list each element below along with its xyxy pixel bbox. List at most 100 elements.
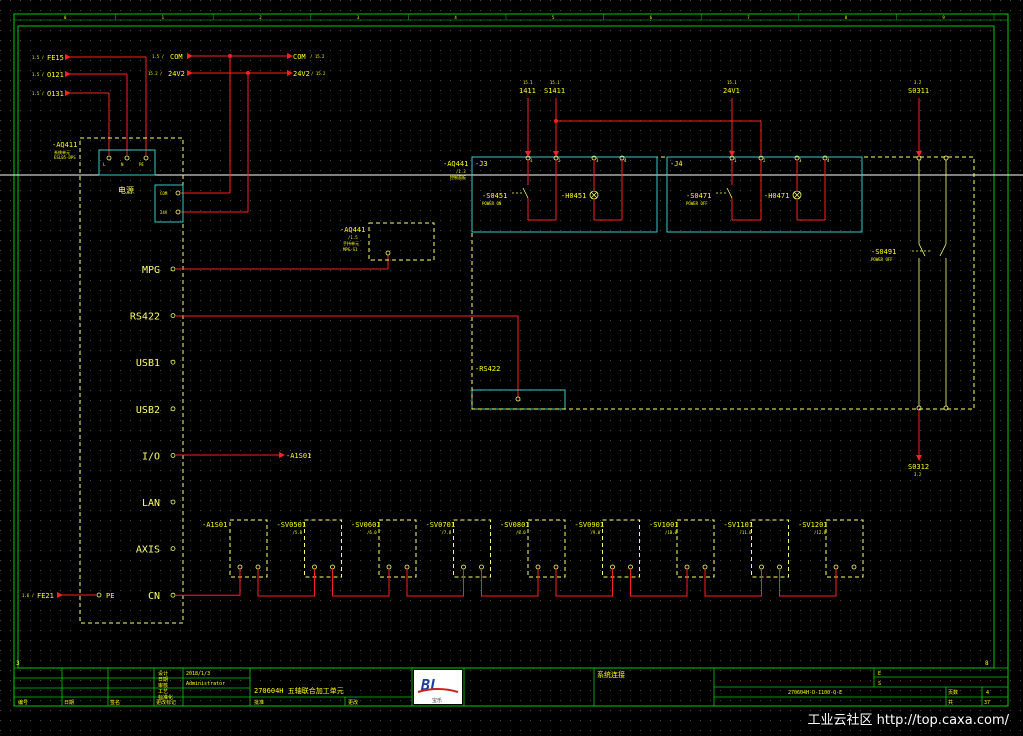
port-label-lan: LAN (142, 498, 160, 509)
drive-box[interactable] (527, 519, 566, 578)
drive-tag: -SV0501 (277, 521, 307, 529)
signal-label-fe15: FE15 (47, 54, 64, 62)
j4-connector-box[interactable] (666, 156, 863, 233)
signal-ref: 1.5 / (32, 72, 45, 77)
drive-link-wire (779, 569, 837, 597)
ruler-tick-label: 5 (552, 15, 555, 20)
ruler-tick-label: 7 (747, 15, 750, 20)
aq441-main-ref: /1.3 (456, 169, 466, 174)
top-signal-s1411: S1411 (544, 87, 565, 95)
port-terminal[interactable] (170, 546, 176, 551)
estop-sub: POWER OFF (871, 257, 893, 262)
tb-page-label: 页数 (948, 689, 958, 696)
ruler-tick-label: 6 (650, 15, 653, 20)
j3-connector-box[interactable] (471, 156, 658, 233)
drive-tag: -SV0801 (500, 521, 530, 529)
bottom-signal-s0312: S0312 (908, 463, 929, 471)
signal-label-com: COM (170, 53, 183, 61)
io-signal-label: -A1S01 (286, 452, 311, 460)
tb-label-design: 设计 (158, 670, 168, 677)
top-ref-1411: 15.1 (523, 80, 533, 85)
port-terminal[interactable] (170, 313, 176, 319)
drive-tag: -SV1001 (649, 521, 679, 529)
drive-out-terminal (851, 564, 857, 570)
aq411-sub: 系统单元 (54, 149, 70, 155)
tb-total-label: 共 (948, 699, 953, 706)
drive-box[interactable] (676, 519, 715, 578)
pe-signal-fe21: FE21 (37, 592, 54, 600)
aq441-small-ref: /1.5 (348, 235, 358, 240)
switch-s0471: -S0471 (686, 192, 711, 200)
drive-box[interactable] (304, 519, 342, 578)
system-unit-box[interactable] (79, 137, 184, 624)
j4-terminal-4: 4 (827, 158, 830, 163)
tb-label-approve: 批准 (254, 699, 264, 706)
pe-terminal: PE (106, 592, 114, 600)
j4-terminal-3: 3 (799, 158, 802, 163)
port-terminal[interactable] (170, 452, 176, 458)
port-terminal[interactable] (170, 499, 176, 505)
signal-label-24v2-right: 24V2 (293, 70, 310, 78)
signal-ref: 1.5 / (32, 91, 45, 96)
corner-right-label: 8 (985, 660, 989, 667)
top-signal-1411: 1411 (519, 87, 536, 95)
port-label-usb1: USB1 (136, 358, 160, 369)
tb-page: 4 (986, 690, 989, 696)
j4-terminal-2: 2 (763, 158, 766, 163)
left-signal-wires (65, 53, 293, 213)
aq441-small-tag: -AQ441 (340, 226, 365, 234)
rs422-connector-block[interactable] (471, 389, 566, 410)
port-label-mpg: MPG (142, 265, 160, 276)
top-ref-24v1: 15.1 (727, 80, 737, 85)
j3-terminal-1: 1 (530, 158, 533, 163)
drive-box[interactable] (825, 519, 864, 578)
rs422-block-tag: -RS422 (475, 365, 500, 373)
port-label-cn: CN (148, 591, 160, 602)
tb-label-standard: 标准化 (158, 694, 173, 701)
aq441-small-model: MPG-S1 (343, 247, 358, 252)
drive-tag: -SV1101 (724, 521, 754, 529)
port-label-io: I/O (142, 451, 160, 462)
aq411-tag: -AQ411 (52, 141, 77, 149)
outer-frame (13, 13, 1009, 707)
tb-bottom-sign: 签名 (110, 699, 120, 706)
signal-ref: / 15.2 (311, 71, 326, 76)
top-signal-24v1: 24V1 (723, 87, 740, 95)
title-block: 设计 日期 审核 工艺 标准化 批准 2018/1/3 Administrato… (18, 670, 990, 706)
terminal-pe: PE (139, 162, 144, 167)
handwheel-unit-box[interactable] (368, 222, 435, 261)
drive-ref: /11.0 (740, 530, 753, 535)
j3-tag: -J3 (475, 160, 488, 168)
j4-terminal-1: 1 (734, 158, 737, 163)
port-terminal[interactable] (170, 359, 176, 365)
ruler-tick-label: 8 (845, 15, 848, 20)
port-terminal[interactable] (170, 592, 176, 598)
tb-drawing-no: 270604H-D-1100-Q-E (788, 690, 842, 696)
port-terminal[interactable] (170, 266, 176, 272)
signal-label-com-right: COM (293, 53, 306, 61)
lamp-h0451: -H0451 (561, 192, 586, 200)
aq441-main-tag: -AQ441 (443, 160, 468, 168)
tb-field-s: S (878, 681, 881, 687)
ruler-tick-label: 9 (942, 15, 945, 20)
drive-box[interactable] (602, 519, 640, 578)
tb-label-date: 日期 (158, 677, 168, 683)
tb-bottom-date: 日期 (64, 700, 74, 706)
signal-ref: / 15.2 (310, 54, 325, 59)
io-signal-ref: / (309, 453, 312, 458)
port-label-usb2: USB2 (136, 405, 160, 416)
watermark: 工业云社区 http://top.caxa.com/ (807, 713, 1009, 728)
drive-box[interactable] (229, 519, 268, 578)
drive-link-wire (481, 569, 539, 597)
drive-box[interactable] (378, 519, 417, 578)
port-terminal[interactable] (170, 406, 176, 412)
company-logo: BL 宝乐 (414, 670, 462, 704)
drive-box[interactable] (751, 519, 789, 578)
tb-section: 系统连接 (597, 670, 625, 679)
tb-total: 37 (984, 700, 990, 706)
drive-box[interactable] (453, 519, 491, 578)
control-panel-box[interactable] (471, 156, 975, 410)
drive-link-wire (555, 569, 613, 597)
